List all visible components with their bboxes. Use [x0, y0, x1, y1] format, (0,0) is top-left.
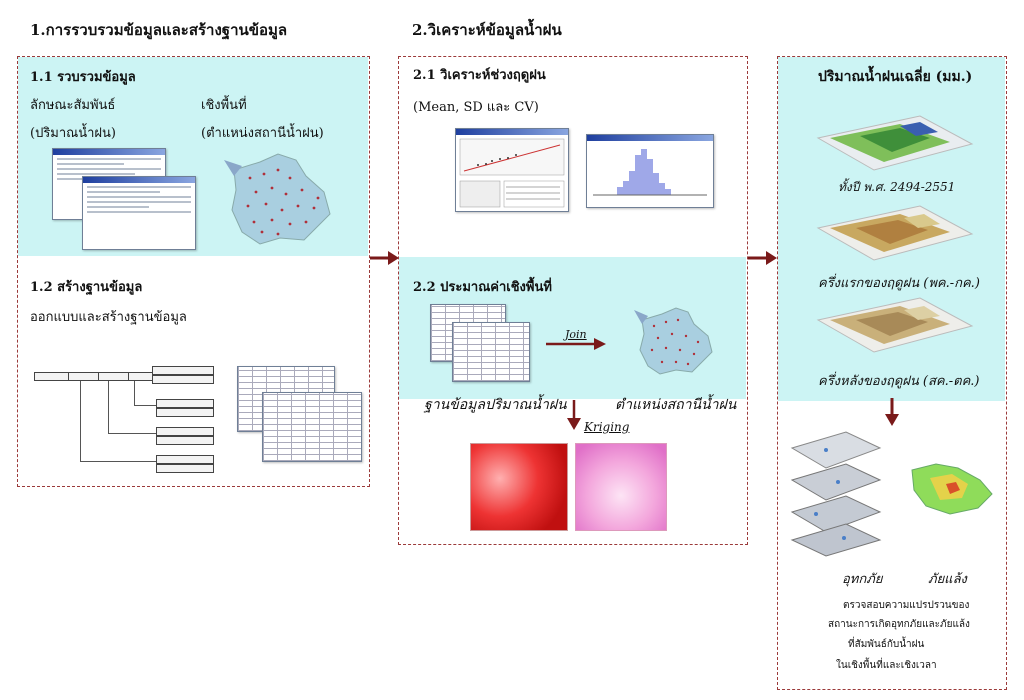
arrow-right-icon-2: [748, 251, 777, 265]
first-half-rainfall-map: [816, 205, 974, 261]
rainfall-table-window-front: [82, 176, 196, 250]
step1-heading: 1.การรวบรวมข้อมูลและสร้างฐานข้อมูล: [30, 21, 288, 39]
join-label: Join: [565, 328, 587, 341]
annual-rainfall-map: [816, 115, 974, 171]
kriging-map-pink: [575, 443, 667, 531]
note-line-1: ตรวจสอบความแปรปรวนของ: [843, 600, 970, 611]
arrow-right-icon: [370, 251, 399, 265]
section-1-1-title: 1.1 รวบรวมข้อมูล: [30, 70, 136, 85]
spatial-data-label: เชิงพื้นที่: [201, 98, 247, 113]
regression-analysis-window: [455, 128, 569, 212]
database-design-label: ออกแบบและสร้างฐานข้อมูล: [30, 310, 187, 325]
rainfall-database-label: ฐานข้อมูลปริมาณน้ำฝน: [424, 397, 567, 413]
panel-rainfall-analysis: [398, 56, 748, 545]
note-line-3: ที่สัมพันธ์กับน้ำฝน: [848, 639, 925, 650]
rainfall-db-window-front: [452, 322, 530, 382]
attribute-data-sublabel: (ปริมาณน้ำฝน): [30, 126, 116, 141]
statistics-label: (Mean, SD และ CV): [413, 100, 539, 115]
section-2-2-title: 2.2 ประมาณค่าเชิงพื้นที่: [413, 280, 552, 295]
down-arrow-icon: [885, 398, 899, 426]
join-arrow-icon: [546, 338, 606, 350]
drought-map: [911, 463, 993, 515]
kriging-arrow-icon: [567, 400, 581, 430]
rain-station-map: [224, 153, 331, 245]
step2-heading: 2.วิเคราะห์ข้อมูลน้ำฝน: [412, 21, 562, 39]
histogram-window: [586, 134, 714, 208]
kriging-label: Kriging: [584, 420, 630, 434]
flood-map-stack: [790, 431, 882, 557]
note-line-2: สถานะการเกิดอุทกภัยและภัยแล้ง: [828, 619, 970, 630]
note-line-4: ในเชิงพื้นที่และเชิงเวลา: [836, 660, 937, 671]
drought-label: ภัยแล้ง: [928, 572, 967, 587]
spatial-data-sublabel: (ตำแหน่งสถานีน้ำฝน): [201, 126, 324, 141]
second-half-rainfall-map: [816, 297, 974, 353]
kriging-map-red: [470, 443, 568, 531]
database-table-window-front: [262, 392, 362, 462]
annual-rainfall-caption: ทั้งปี พ.ศ. 2494-2551: [838, 180, 956, 194]
attribute-data-label: ลักษณะสัมพันธ์: [30, 98, 116, 113]
flood-label: อุทกภัย: [842, 572, 883, 587]
station-location-label: ตำแหน่งสถานีน้ำฝน: [615, 397, 737, 413]
station-map-small: [634, 307, 713, 375]
section-1-2-title: 1.2 สร้างฐานข้อมูล: [30, 280, 143, 295]
average-rainfall-title: ปริมาณน้ำฝนเฉลี่ย (มม.): [818, 69, 973, 85]
section-2-1-title: 2.1 วิเคราะห์ช่วงฤดูฝน: [413, 68, 546, 83]
second-half-season-caption: ครึ่งหลังของฤดูฝน (สค.-ตค.): [818, 374, 980, 389]
first-half-season-caption: ครึ่งแรกของฤดูฝน (พค.-กค.): [818, 276, 980, 291]
